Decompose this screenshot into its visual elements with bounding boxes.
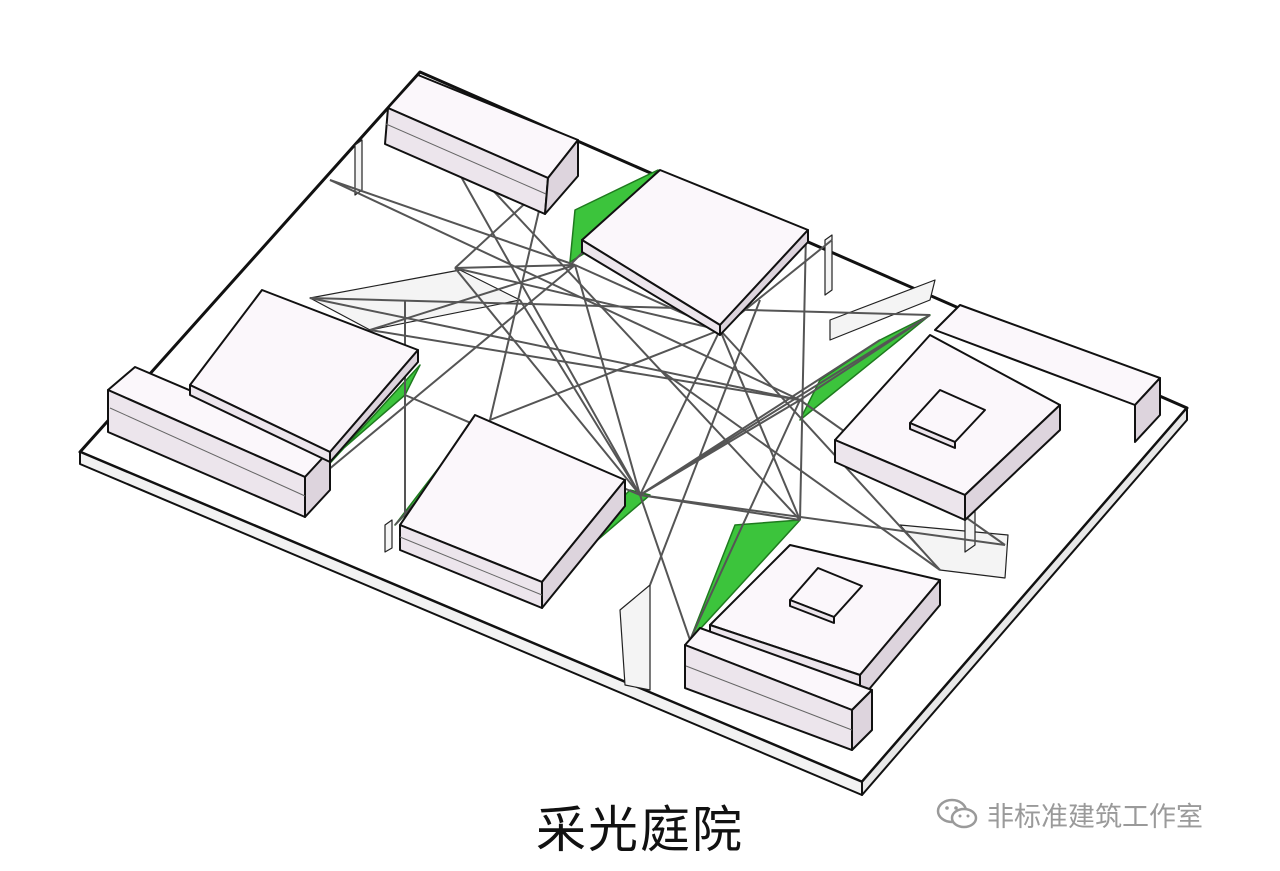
- watermark: 非标准建筑工作室: [935, 796, 1203, 832]
- watermark-text: 非标准建筑工作室: [987, 795, 1203, 834]
- wechat-icon: [935, 797, 979, 831]
